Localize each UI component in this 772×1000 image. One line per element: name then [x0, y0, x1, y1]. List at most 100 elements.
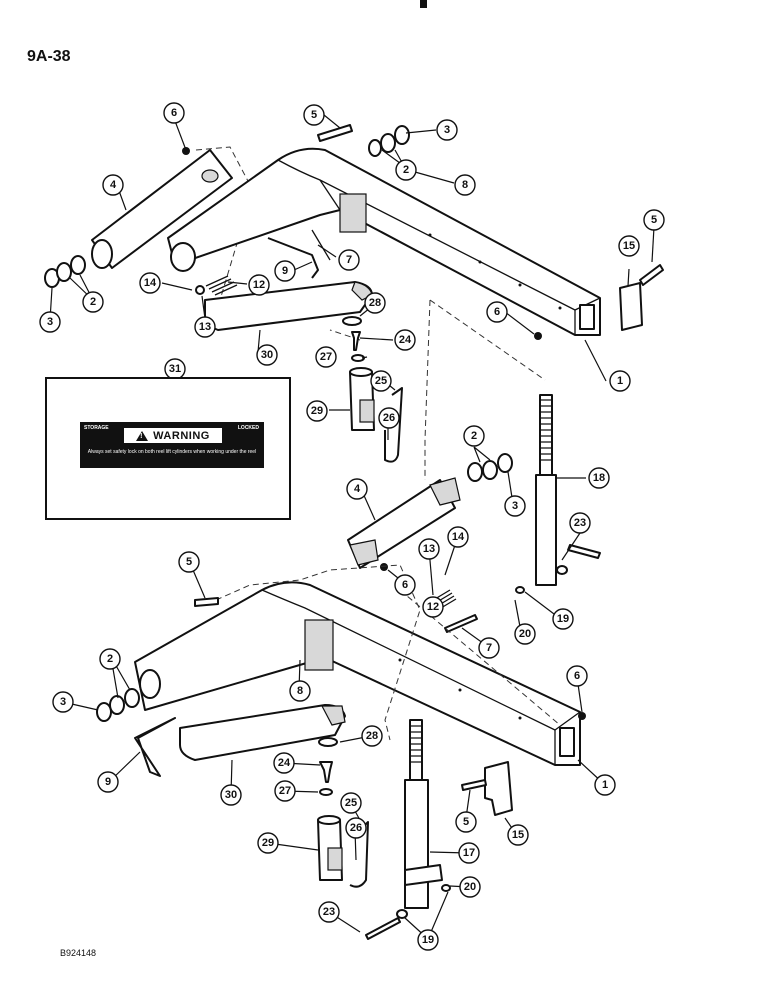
svg-text:6: 6 — [402, 579, 408, 591]
svg-text:9: 9 — [282, 265, 288, 277]
callout-29: 29 — [306, 400, 328, 422]
svg-text:6: 6 — [574, 670, 580, 682]
svg-text:20: 20 — [519, 628, 531, 640]
callout-2: 2 — [395, 159, 417, 181]
callout-6: 6 — [163, 102, 185, 124]
callout-7: 7 — [338, 249, 360, 271]
svg-text:1: 1 — [617, 375, 623, 387]
pin — [567, 544, 601, 559]
callout-27: 27 — [315, 346, 337, 368]
callout-4: 4 — [102, 174, 124, 196]
bolt — [194, 597, 219, 607]
callout-7: 7 — [478, 637, 500, 659]
svg-text:2: 2 — [471, 430, 477, 442]
callout-29: 29 — [257, 832, 279, 854]
callout-6: 6 — [394, 574, 416, 596]
svg-text:12: 12 — [427, 601, 439, 613]
svg-text:29: 29 — [262, 837, 274, 849]
svg-text:19: 19 — [422, 934, 434, 946]
svg-text:13: 13 — [199, 321, 211, 333]
washer — [96, 702, 112, 722]
washer — [556, 565, 568, 575]
callout-25: 25 — [370, 370, 392, 392]
nut — [182, 147, 190, 155]
svg-text:31: 31 — [169, 363, 181, 375]
svg-text:7: 7 — [346, 254, 352, 266]
callout-2: 2 — [463, 425, 485, 447]
callout-17: 17 — [458, 842, 480, 864]
decal-band: STORAGE LOCKED ! WARNING Always set safe… — [80, 422, 264, 468]
latch-tube-lower — [179, 704, 346, 761]
bolt-lower — [319, 761, 333, 783]
washer-lower — [319, 788, 333, 796]
reel-arm-lower — [134, 581, 581, 766]
svg-text:12: 12 — [253, 279, 265, 291]
svg-text:3: 3 — [512, 500, 518, 512]
bolt — [317, 124, 353, 142]
washer — [396, 909, 408, 919]
callout-31: 31 — [164, 358, 186, 380]
callout-8: 8 — [289, 680, 311, 702]
lock-rod-upper — [267, 237, 319, 279]
pin-lower — [444, 614, 478, 633]
callout-25: 25 — [340, 792, 362, 814]
svg-text:23: 23 — [323, 906, 335, 918]
svg-text:5: 5 — [463, 816, 469, 828]
svg-text:15: 15 — [623, 240, 635, 252]
callout-5: 5 — [643, 209, 665, 231]
cylinder-tube-lower — [347, 477, 461, 569]
svg-text:30: 30 — [261, 349, 273, 361]
svg-text:9: 9 — [105, 776, 111, 788]
svg-text:29: 29 — [311, 405, 323, 417]
decal-warning-title: WARNING — [153, 429, 210, 442]
cap-disc-lower — [318, 737, 338, 747]
bolt-upper — [351, 331, 361, 351]
threaded-rod-lower — [404, 719, 443, 909]
nut — [578, 712, 586, 720]
decal-message: Always set safety lock on both reel lift… — [87, 449, 257, 455]
callout-15: 15 — [507, 824, 529, 846]
bolt — [461, 779, 487, 791]
callout-6: 6 — [566, 665, 588, 687]
cap-disc-upper — [342, 316, 362, 326]
assembly-guide-line — [429, 299, 546, 381]
svg-text:8: 8 — [297, 685, 303, 697]
svg-text:14: 14 — [452, 531, 465, 543]
callout-28: 28 — [364, 292, 386, 314]
washer — [497, 453, 513, 473]
callout-12: 12 — [422, 596, 444, 618]
callout-14: 14 — [447, 526, 469, 548]
bolt — [639, 264, 664, 286]
cylinder-tube-upper — [91, 149, 233, 272]
callout-3: 3 — [52, 691, 74, 713]
washer — [70, 255, 86, 275]
svg-text:27: 27 — [320, 351, 332, 363]
callout-13: 13 — [194, 316, 216, 338]
post-upper — [349, 367, 375, 431]
svg-text:6: 6 — [171, 107, 177, 119]
callout-14: 14 — [139, 272, 161, 294]
callout-1: 1 — [594, 774, 616, 796]
callout-3: 3 — [436, 119, 458, 141]
reel-arm-upper — [167, 147, 601, 336]
svg-text:15: 15 — [512, 829, 524, 841]
svg-text:26: 26 — [383, 412, 395, 424]
callout-3: 3 — [39, 311, 61, 333]
callout-12: 12 — [248, 274, 270, 296]
decal-storage-label: STORAGE — [84, 425, 109, 431]
svg-text:17: 17 — [463, 847, 475, 859]
mount-plate — [304, 619, 334, 671]
callout-19: 19 — [417, 929, 439, 951]
svg-text:14: 14 — [144, 277, 157, 289]
callout-8: 8 — [454, 174, 476, 196]
callout-26: 26 — [378, 407, 400, 429]
washer — [368, 139, 382, 157]
decal-locked-label: LOCKED — [237, 425, 259, 431]
u-pin-lower — [349, 821, 369, 888]
svg-text:25: 25 — [345, 797, 357, 809]
svg-text:23: 23 — [574, 517, 586, 529]
washer — [467, 462, 483, 482]
callout-28: 28 — [361, 725, 383, 747]
callout-18: 18 — [588, 467, 610, 489]
